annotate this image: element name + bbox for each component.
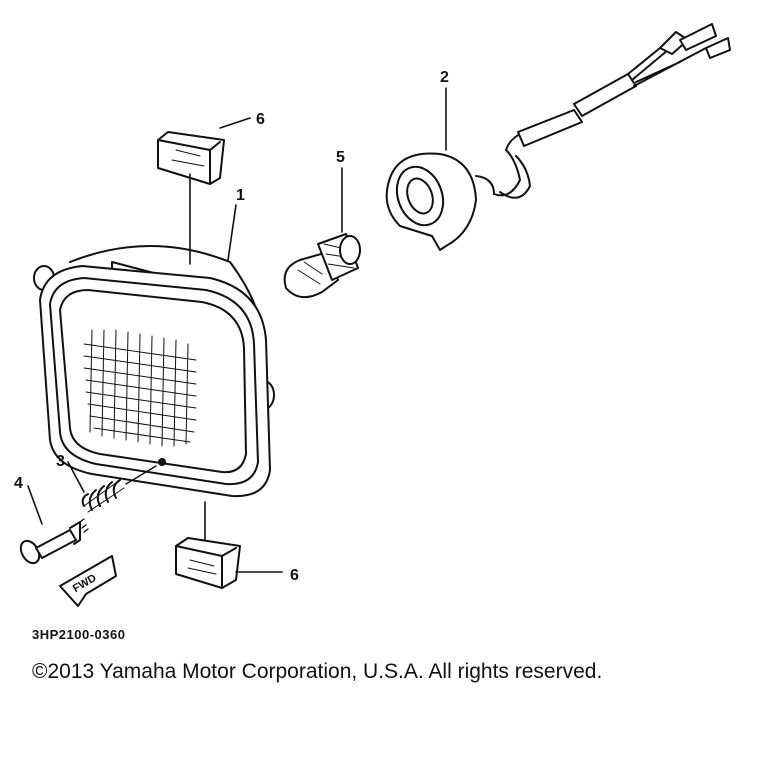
headlight-unit (33, 245, 275, 498)
fwd-arrow-icon (59, 555, 117, 607)
adjusting-spring (81, 465, 157, 513)
rubber-block-top (157, 131, 225, 185)
callout-4: 4 (14, 475, 23, 492)
callout-2: 2 (440, 69, 449, 86)
lens-pattern (83, 329, 197, 447)
rubber-block-bottom (175, 537, 241, 589)
callout-3: 3 (56, 453, 65, 470)
callout-5: 5 (336, 149, 345, 166)
callout-6-bottom: 6 (290, 567, 299, 584)
callout-1: 1 (236, 187, 245, 204)
adjusting-screw (19, 518, 89, 565)
copyright-notice: ©2013 Yamaha Motor Corporation, U.S.A. A… (32, 660, 603, 683)
headlight-exploded-diagram: 1 2 3 4 5 6 6 FWD (14, 23, 731, 607)
diagram-part-code: 3HP2100-0360 (32, 627, 126, 642)
headlight-bulb (283, 233, 361, 299)
bulb-socket-harness (385, 23, 731, 251)
callout-6-top: 6 (256, 111, 265, 128)
